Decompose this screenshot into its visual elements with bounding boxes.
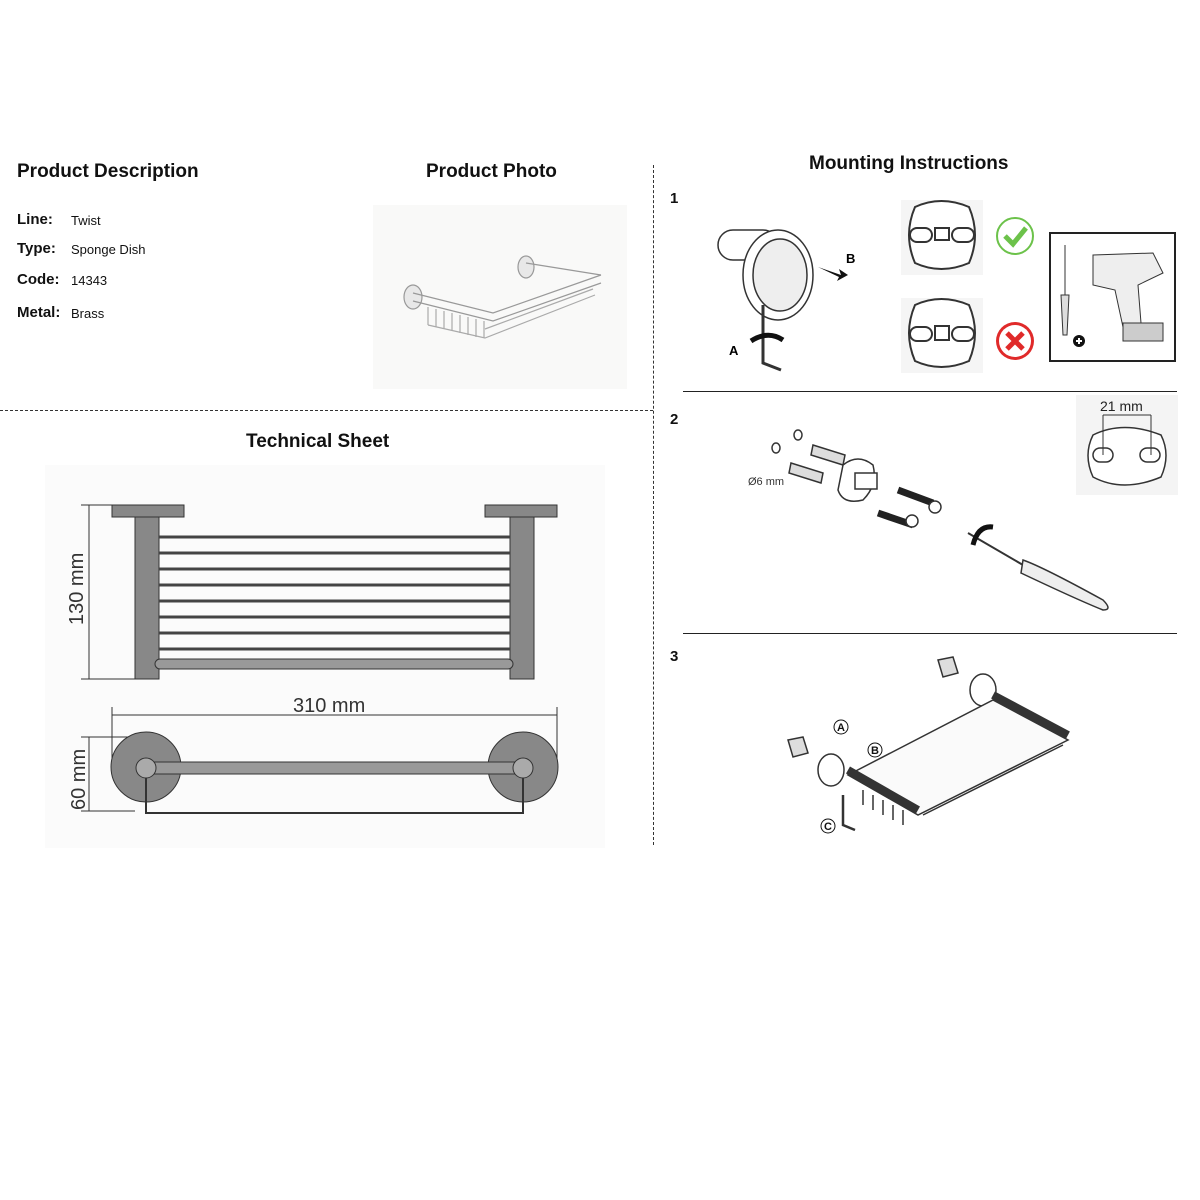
technical-sheet-title: Technical Sheet <box>246 431 390 452</box>
screwdriver-icon <box>1060 245 1070 336</box>
step-number: 2 <box>670 411 679 428</box>
sponge-dish-photo <box>403 255 602 339</box>
spacing-diagram: 21 mm <box>1076 395 1178 495</box>
field-value: 14343 <box>71 273 108 288</box>
step-1-illustration: B A <box>683 195 1183 380</box>
hole-diameter-label: Ø6 mm <box>748 476 784 488</box>
svg-text:21 mm: 21 mm <box>1100 398 1143 414</box>
step-divider <box>683 633 1177 634</box>
label-a: A <box>729 343 739 358</box>
label-b: B <box>871 745 879 757</box>
step-3-illustration: A B C <box>683 645 1183 845</box>
step-number: 3 <box>670 648 679 665</box>
depth-dimension: 60 mm <box>68 749 90 810</box>
height-dimension: 130 mm <box>66 553 88 625</box>
horizontal-divider <box>0 410 653 411</box>
width-dimension: 310 mm <box>293 695 365 717</box>
arrow-icon <box>818 267 848 281</box>
mounting-instructions-title: Mounting Instructions <box>809 153 1009 174</box>
field-value: Brass <box>71 306 105 321</box>
product-photo <box>373 205 627 389</box>
step-divider <box>683 391 1177 392</box>
incorrect-plate-icon <box>901 298 983 373</box>
field-label: Code: <box>17 271 60 288</box>
rotate-arrow-icon <box>749 332 785 344</box>
label-b: B <box>846 251 855 266</box>
field-label: Metal: <box>17 304 61 321</box>
field-label: Line: <box>17 211 53 228</box>
cross-icon <box>996 322 1034 360</box>
field-value: Twist <box>71 213 101 228</box>
check-icon <box>996 217 1034 255</box>
label-c: C <box>824 821 832 833</box>
correct-plate-icon <box>901 200 983 275</box>
step-number: 1 <box>670 190 679 207</box>
vertical-divider <box>653 165 654 845</box>
label-a: A <box>837 722 845 734</box>
product-photo-title: Product Photo <box>426 161 557 182</box>
tools-box <box>1049 232 1176 362</box>
product-description-title: Product Description <box>17 161 199 182</box>
field-value: Sponge Dish <box>71 242 146 257</box>
technical-drawing: 130 mm 310 mm 60 mm <box>45 465 605 848</box>
technical-drawing-svg: 130 mm 310 mm 60 mm <box>66 504 559 814</box>
rotate-arrow-icon <box>970 524 994 546</box>
field-label: Type: <box>17 240 56 257</box>
step-2-illustration: Ø6 mm 21 mm <box>683 395 1183 625</box>
